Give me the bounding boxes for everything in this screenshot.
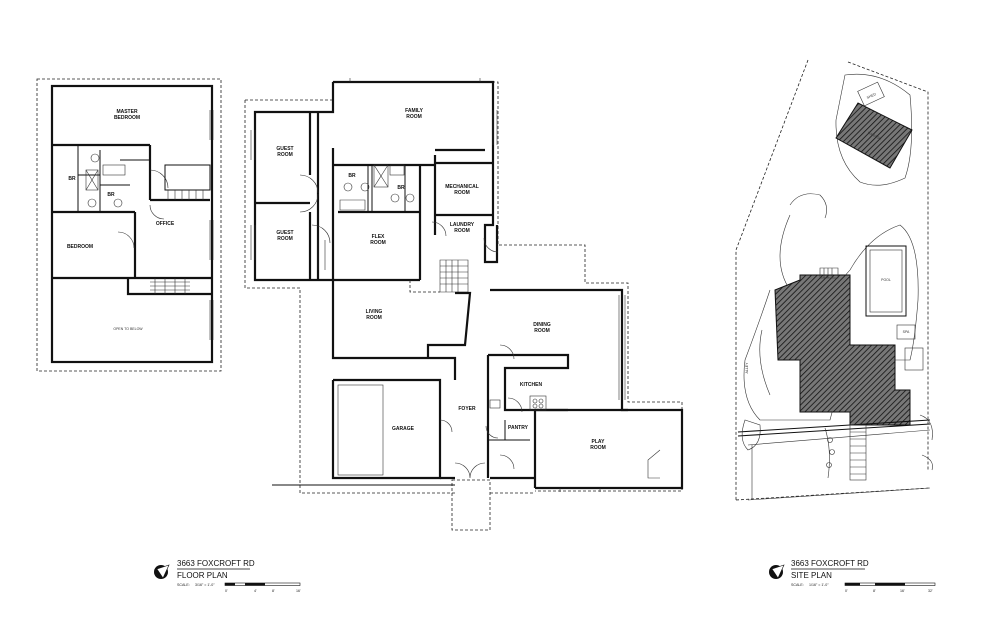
site-scale-tick-2: 16' [900, 589, 905, 593]
floor-scale-tick-2: 8' [272, 589, 275, 593]
stair-treads [167, 190, 204, 200]
pantry-walls [488, 420, 530, 441]
site-plan-address: 3663 FOXCROFT RD [791, 559, 869, 568]
entry-double-doors [454, 462, 486, 479]
room-label-open-to-below: OPEN TO BELOW [113, 327, 143, 331]
living-partition [426, 291, 472, 358]
floor-scale-tick-1: 4' [254, 589, 257, 593]
room-label-br-a: BR [348, 173, 356, 179]
spa-outline [896, 324, 916, 340]
living-room-walls [331, 280, 457, 380]
site-label-spa: SPA [903, 330, 910, 334]
site-plan-scale-bar [844, 582, 936, 586]
sink-fixture [90, 153, 100, 163]
site-plan: SHED GARAGE POOL SPA ALLEY [735, 59, 933, 501]
site-label-pool: POOL [881, 278, 891, 282]
main-stair [439, 259, 469, 293]
guest-room-partitions [255, 112, 320, 280]
garage-parking-outline [337, 384, 384, 476]
play-room-walls [533, 408, 628, 488]
family-room-walls [333, 80, 499, 264]
room-label-upper-br-2: BR [107, 192, 115, 198]
upper-floor-exterior-walls [50, 84, 214, 364]
garage-walls [331, 378, 442, 480]
front-retaining-wall [737, 419, 931, 437]
room-label-bedroom: BEDROOM [67, 244, 93, 250]
kitchen-door-swings [485, 344, 523, 470]
pool-outline [865, 245, 907, 317]
floor-scale-tick-3: 16' [296, 589, 301, 593]
site-plan-scale-value: 1/16" = 1'-0" [809, 583, 829, 587]
flex-bath-walls [331, 148, 435, 282]
upper-floor-interior-walls [52, 143, 212, 296]
front-steps [849, 424, 867, 481]
site-label-shed: SHED [866, 92, 877, 100]
rear-yard-landscape [835, 73, 912, 186]
room-label-office: OFFICE [156, 221, 175, 227]
mechanical-laundry-walls [433, 148, 493, 235]
main-windows [250, 78, 626, 492]
tub-fixture [102, 164, 126, 176]
site-scale-tick-3: 32' [928, 589, 933, 593]
upper-hall-bridge [164, 164, 211, 191]
site-scale-tick-1: 8' [873, 589, 876, 593]
room-label-pantry: PANTRY [508, 425, 529, 431]
site-plan-name: SITE PLAN [791, 571, 832, 580]
dining-play-walls [490, 288, 684, 490]
toilet-fixture [87, 198, 97, 208]
floor-plan-scale-value: 3/16" = 1'-0" [195, 583, 215, 587]
site-label-alley: ALLEY [745, 362, 749, 374]
tree-symbol [741, 419, 761, 451]
room-label-br-b: BR [397, 185, 405, 191]
entry-porch-outline [451, 479, 491, 531]
floor-plan-name: FLOOR PLAN [177, 571, 228, 580]
floor-plan-scale-label: SCALE: [177, 583, 190, 587]
floor-plan-address: 3663 FOXCROFT RD [177, 559, 255, 568]
site-label-garage: GARAGE [867, 131, 883, 142]
guest-door-swings [299, 174, 319, 213]
kitchen-walls [486, 353, 570, 478]
upper-bath-walls [77, 145, 150, 212]
floor-plan-scale-bar [224, 582, 301, 586]
shed-outline [857, 81, 885, 107]
floor-plan-title-block: 3663 FOXCROFT RD FLOOR PLAN SCALE: 3/16"… [154, 559, 301, 593]
upper-floor-property-outline [36, 78, 222, 372]
site-plan-title-block: 3663 FOXCROFT RD SITE PLAN SCALE: 1/16" … [769, 559, 936, 593]
site-scale-tick-0: 0' [845, 589, 848, 593]
floor-scale-tick-0: 0' [225, 589, 228, 593]
door-swing [149, 169, 169, 189]
room-label-garage: GARAGE [392, 426, 415, 432]
guest-wing-walls [253, 82, 335, 282]
cooktop [529, 395, 547, 411]
upper-windows [209, 110, 214, 340]
house-footprint [774, 274, 911, 426]
room-label-foyer: FOYER [458, 406, 476, 412]
detached-garage-footprint [835, 102, 913, 169]
shower-fixture [85, 169, 99, 191]
site-plan-scale-label: SCALE: [791, 583, 804, 587]
play-room-bay [647, 449, 661, 479]
room-label-upper-br: BR [68, 176, 76, 182]
room-label-kitchen: KITCHEN [520, 382, 543, 388]
